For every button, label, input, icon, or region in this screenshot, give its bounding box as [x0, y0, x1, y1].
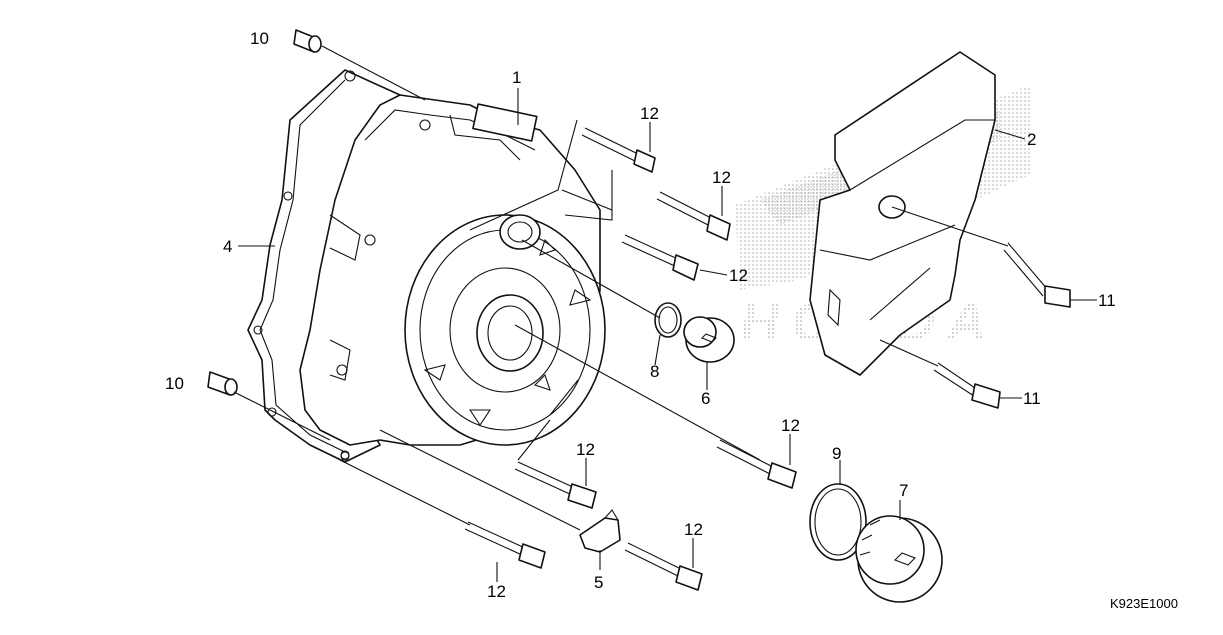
- callout-5: 5: [594, 573, 603, 592]
- callout-12-f: 12: [487, 582, 506, 601]
- callout-11-upper: 11: [1098, 291, 1116, 310]
- callout-11-lower: 11: [1023, 389, 1041, 408]
- callout-6: 6: [701, 389, 710, 408]
- bolt-12-lower-1: [514, 461, 597, 509]
- callout-9: 9: [832, 444, 841, 463]
- bolt-12-upper-3: [621, 234, 699, 281]
- bolt-12-upper-2: [656, 191, 731, 241]
- part-1-crankcase-cover: [299, 94, 606, 460]
- callout-1: 1: [512, 68, 521, 87]
- part-5-clamp: [579, 509, 621, 553]
- bolt-12-lower-3: [624, 542, 703, 591]
- part-7-cap: [855, 515, 943, 603]
- part-8-o-ring: [654, 302, 682, 338]
- callout-12-c: 12: [729, 266, 748, 285]
- callout-10-lower: 10: [165, 374, 184, 393]
- leader-lines: [233, 45, 1097, 582]
- callout-12-a: 12: [640, 104, 659, 123]
- bolt-11-upper: [1003, 242, 1071, 308]
- part-6-cap: [683, 316, 735, 363]
- callout-8: 8: [650, 362, 659, 381]
- callout-7: 7: [899, 481, 908, 500]
- callout-12-b: 12: [712, 168, 731, 187]
- bolt-12-middle: [716, 439, 797, 489]
- bolt-12-lower-2: [464, 521, 546, 569]
- callout-labels: 1 2 4 5 6 7 8 9 10 10 11 11 12 12 12 12 …: [165, 29, 1116, 601]
- diagram-code: K923E1000: [1110, 596, 1178, 611]
- part-9-o-ring: [809, 483, 867, 561]
- bolt-11-lower: [933, 362, 1001, 409]
- callout-2: 2: [1027, 130, 1036, 149]
- callout-12-d: 12: [781, 416, 800, 435]
- part-10-dowel-pin-upper: [293, 29, 322, 53]
- callout-12-e: 12: [576, 440, 595, 459]
- part-10-dowel-pin-lower: [207, 371, 238, 396]
- bolt-12-upper-1: [581, 127, 656, 173]
- callout-10-upper: 10: [250, 29, 269, 48]
- callout-4: 4: [223, 237, 232, 256]
- callout-12-g: 12: [684, 520, 703, 539]
